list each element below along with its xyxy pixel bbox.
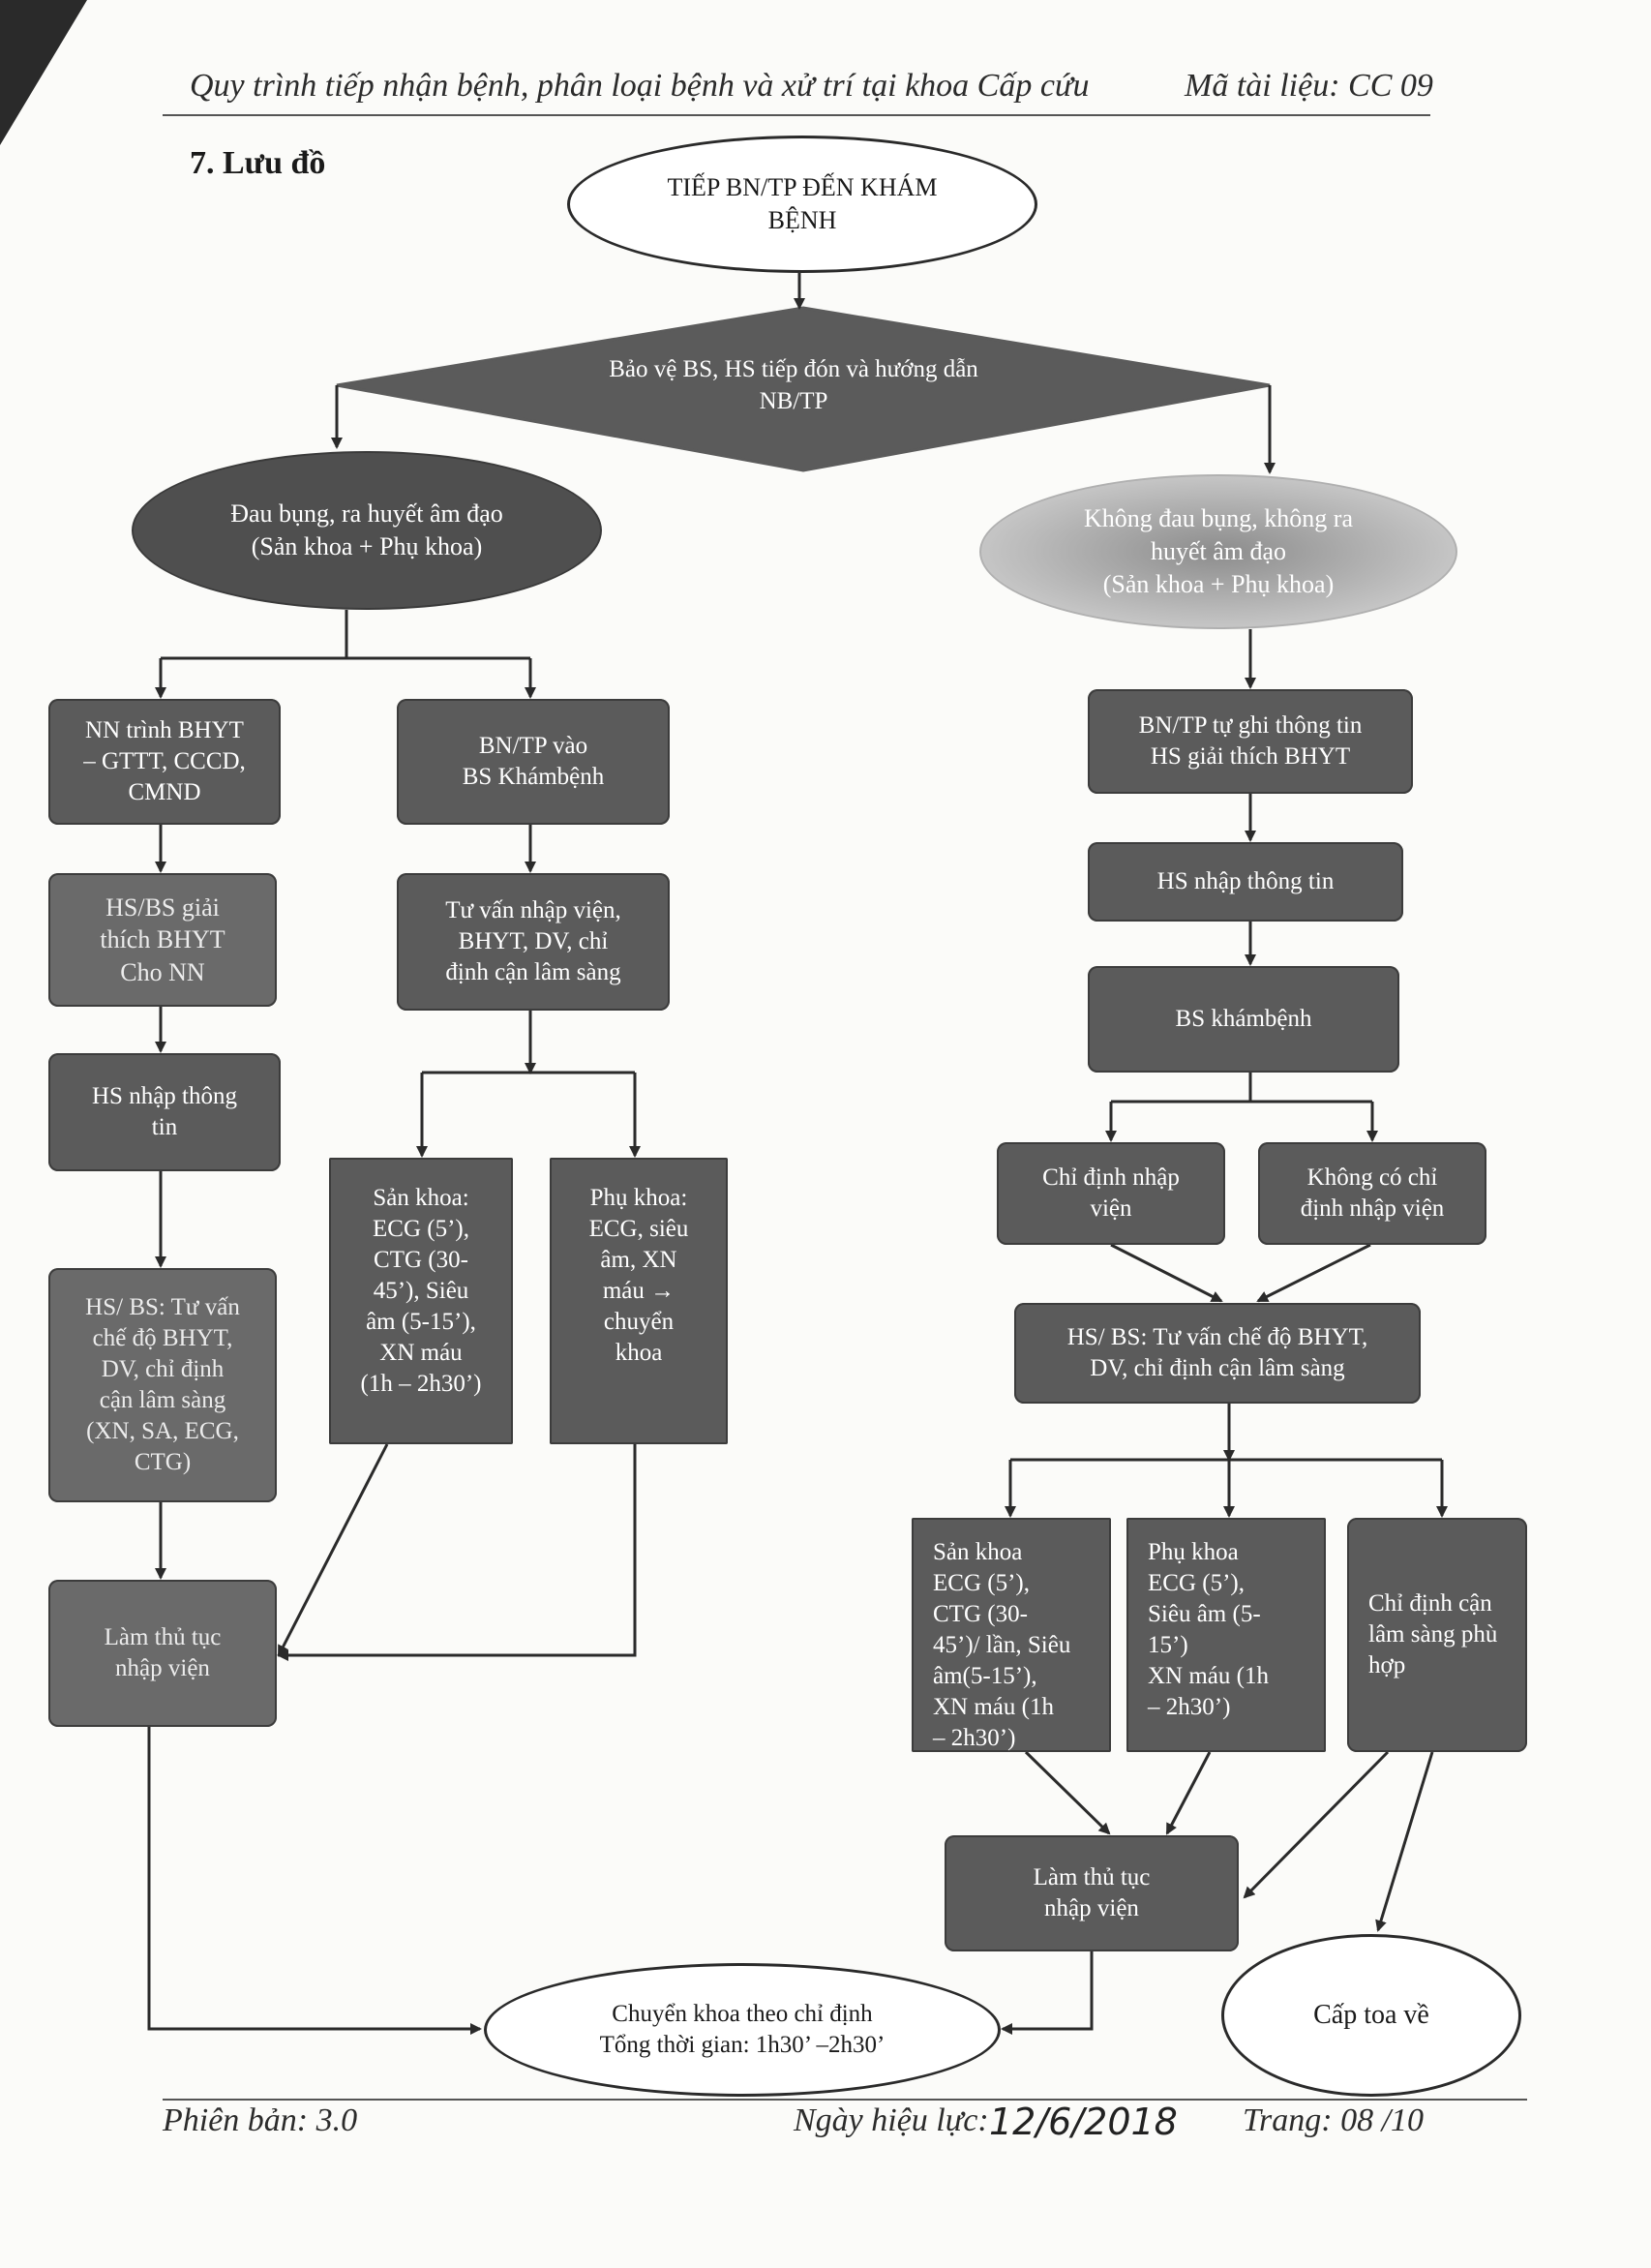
- decision-node: Bảo vệ BS, HS tiếp đón và hướng dẫn NB/T…: [609, 356, 978, 414]
- document-code: Mã tài liệu: CC 09: [1185, 68, 1433, 104]
- step-present-insurance: NN trình BHYT – GTTT, CCCD, CMND: [48, 699, 281, 825]
- step-other-tests: Chỉ định cận lâm sàng phù hợp: [1347, 1518, 1527, 1752]
- step-admit-indicated: Chỉ định nhập viện: [997, 1142, 1225, 1245]
- step-consult-right: HS/ BS: Tư vấn chế độ BHYT, DV, chỉ định…: [1014, 1303, 1421, 1404]
- end-prescription-node: Cấp toa về: [1221, 1934, 1521, 2097]
- step-gynecology-left: Phụ khoa: ECG, siêu âm, XN máu → chuyển …: [550, 1158, 728, 1444]
- step-admission-left: Làm thủ tục nhập viện: [48, 1580, 277, 1727]
- step-advise-admission: Tư vấn nhập viện, BHYT, DV, chỉ định cận…: [397, 873, 670, 1011]
- step-enter-info-right: HS nhập thông tin: [1088, 842, 1403, 922]
- header-divider: [163, 114, 1430, 116]
- version-label: Phiên bản: 3.0: [163, 2102, 358, 2138]
- step-obstetrics-right: Sản khoa ECG (5’), CTG (30- 45’)/ lần, S…: [912, 1518, 1111, 1752]
- step-obstetrics-left: Sản khoa: ECG (5’), CTG (30- 45’), Siêu …: [329, 1158, 513, 1444]
- step-explain-insurance: HS/BS giải thích BHYT Cho NN: [48, 873, 277, 1007]
- step-consult-left: HS/ BS: Tư vấn chế độ BHYT, DV, chỉ định…: [48, 1268, 277, 1502]
- step-self-register: BN/TP tự ghi thông tin HS giải thích BHY…: [1088, 689, 1413, 794]
- step-doctor-exam-left: BN/TP vào BS Khámbệnh: [397, 699, 670, 825]
- footer-divider: [163, 2099, 1527, 2101]
- section-title: 7. Lưu đồ: [190, 145, 326, 181]
- step-gynecology-right: Phụ khoa ECG (5’), Siêu âm (5- 15’) XN m…: [1126, 1518, 1326, 1752]
- effective-date-handwritten: 12/6/2018: [989, 2101, 1178, 2143]
- scan-corner-shadow: [0, 0, 87, 145]
- step-no-admit-indicated: Không có chỉ định nhập viện: [1258, 1142, 1486, 1245]
- left-branch-node: Đau bụng, ra huyết âm đạo (Sản khoa + Ph…: [132, 451, 602, 610]
- page-number: Trang: 08 /10: [1243, 2102, 1425, 2138]
- effective-date-label: Ngày hiệu lực:: [794, 2102, 989, 2138]
- step-admission-right: Làm thủ tục nhập viện: [945, 1835, 1239, 1951]
- step-doctor-exam-right: BS khámbệnh: [1088, 966, 1399, 1073]
- document-title: Quy trình tiếp nhận bệnh, phân loại bệnh…: [190, 68, 1090, 104]
- start-node: TIẾP BN/TP ĐẾN KHÁM BỆNH: [567, 136, 1037, 273]
- end-transfer-node: Chuyển khoa theo chỉ định Tổng thời gian…: [484, 1963, 1001, 2097]
- step-enter-info-left: HS nhập thông tin: [48, 1053, 281, 1171]
- right-branch-node: Không đau bụng, không ra huyết âm đạo (S…: [979, 474, 1457, 629]
